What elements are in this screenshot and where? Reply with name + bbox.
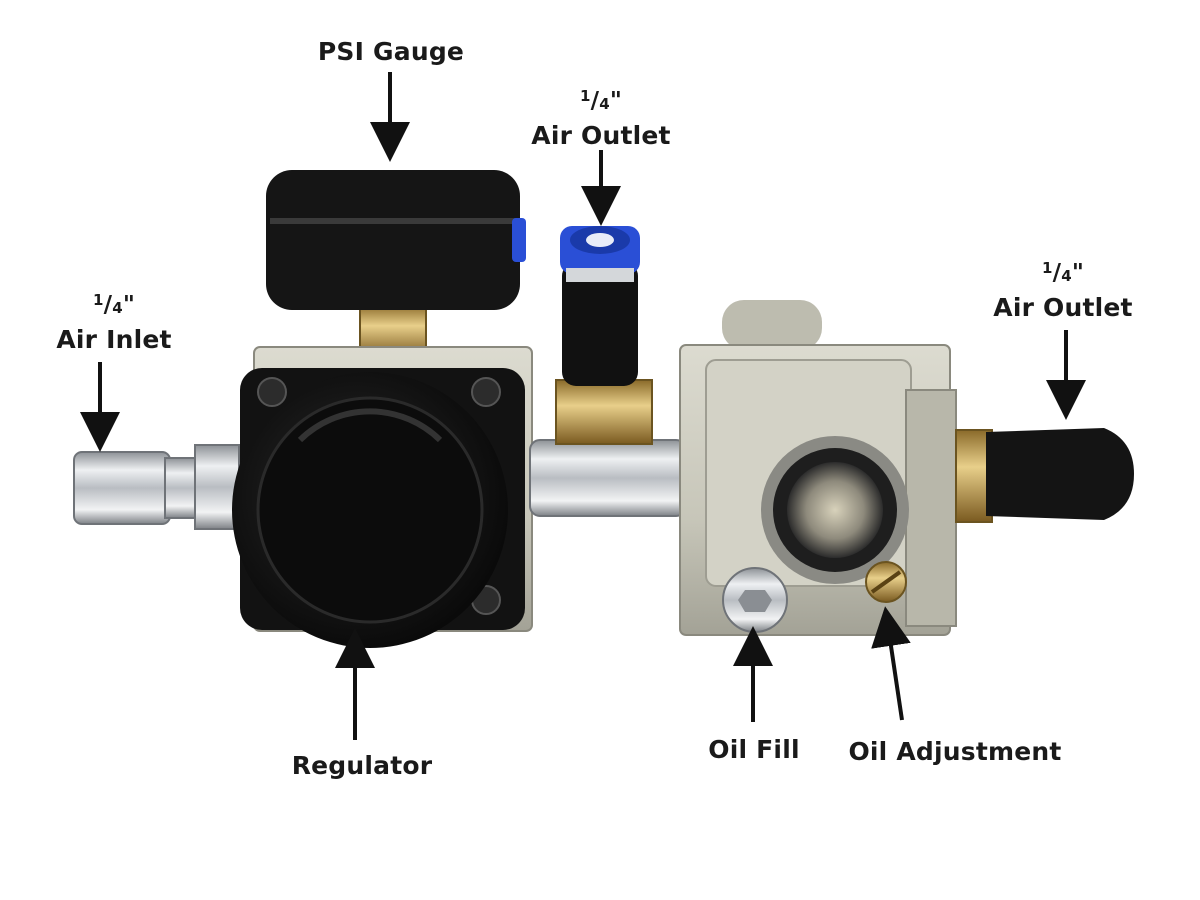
label-right-air-outlet: 1/4" Air Outlet — [978, 252, 1148, 324]
oil-adjustment-screw — [865, 561, 907, 603]
label-arrows — [80, 72, 1086, 740]
oil-fill-plug — [722, 567, 788, 633]
sight-glass — [761, 436, 909, 584]
arrow-oil-adjustment — [871, 606, 911, 721]
label-oil-fill: Oil Fill — [708, 735, 800, 764]
label-oil-adjustment: Oil Adjustment — [848, 737, 1062, 766]
connecting-pipe — [529, 439, 687, 517]
center-outlet-size: 1/4" — [579, 87, 623, 114]
right-outlet-fitting — [955, 428, 1134, 523]
regulator-knob — [232, 372, 508, 648]
label-psi-gauge: PSI Gauge — [317, 37, 465, 66]
air-inlet-coupler — [73, 444, 240, 530]
right-outlet-size: 1/4" — [1041, 259, 1085, 286]
psi-gauge — [266, 170, 526, 310]
label-regulator: Regulator — [291, 751, 433, 780]
label-center-air-outlet: 1/4" Air Outlet — [516, 80, 686, 152]
label-air-inlet: 1/4" Air Inlet — [44, 284, 184, 356]
center-outlet-fitting — [555, 226, 653, 445]
air-inlet-size: 1/4" — [92, 291, 136, 318]
